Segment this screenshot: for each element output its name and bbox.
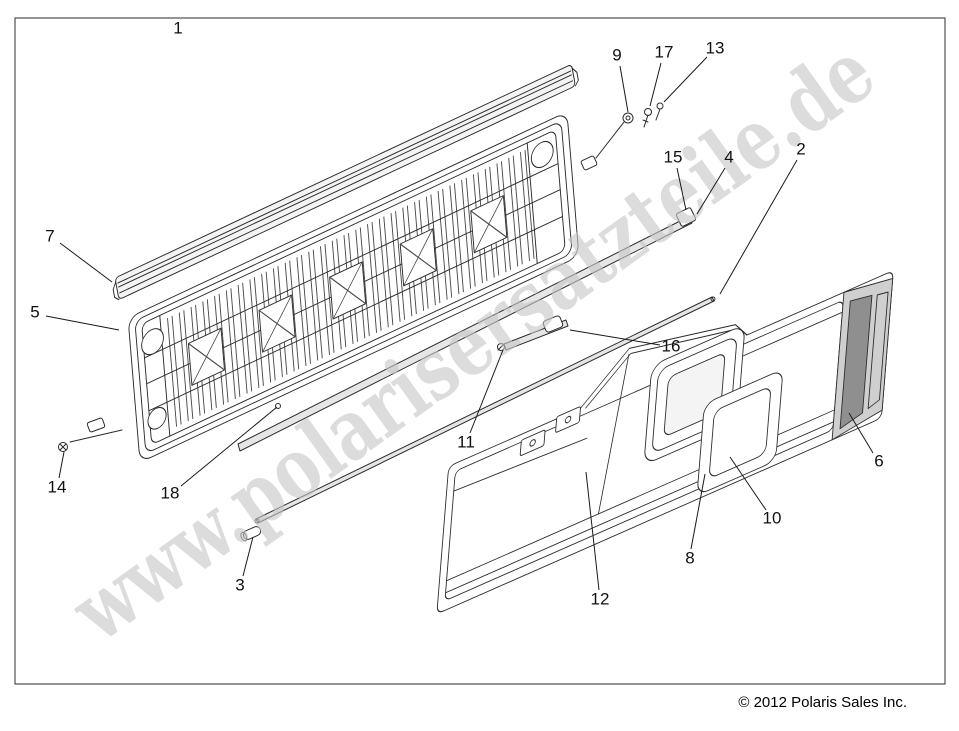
callout-15-label: 15	[664, 147, 683, 166]
callout-9-leader	[619, 65, 629, 113]
callout-7-leader	[59, 242, 113, 283]
callout-8-leader	[690, 473, 706, 550]
callout-12-leader	[585, 471, 600, 591]
callout-3-label: 3	[235, 575, 244, 594]
callout-1-label: 1	[173, 18, 182, 37]
top-rail-part	[112, 65, 579, 301]
panel-pin-hole	[275, 403, 281, 409]
panel-hole	[141, 328, 164, 356]
panel-end-cap	[831, 277, 894, 441]
callout-13-leader	[663, 56, 708, 103]
outer-panel-part	[436, 272, 894, 613]
fastener-cluster	[580, 102, 664, 171]
border-frame	[14, 17, 946, 685]
callout-6-label: 6	[874, 451, 883, 470]
callout-4-label: 4	[724, 147, 733, 166]
callout-17-label: 17	[655, 42, 674, 61]
callout-16-leader	[569, 329, 661, 346]
callout-14-leader	[58, 451, 65, 479]
handle-bezel-part	[697, 372, 783, 493]
callout-3-leader	[242, 536, 254, 577]
callout-2-label: 2	[796, 139, 805, 158]
washer-9	[622, 112, 634, 124]
callout-15-leader	[676, 167, 687, 211]
callout-11-label: 11	[457, 432, 475, 451]
latch-strip-part	[497, 315, 569, 351]
callout-2-leader	[719, 159, 798, 295]
callout-9-label: 9	[612, 45, 621, 64]
callout-18-leader	[180, 406, 278, 487]
screw-17	[642, 108, 652, 128]
screw-13	[655, 102, 664, 121]
pivot-rod-part	[254, 296, 716, 524]
callout-16-label: 16	[662, 336, 681, 355]
callout-4-leader	[696, 167, 726, 215]
hinge-bracket	[519, 429, 546, 456]
screw-14-group	[58, 417, 123, 452]
callout-10-label: 10	[763, 508, 782, 527]
callout-11-leader	[469, 349, 504, 434]
callout-10-leader	[729, 456, 767, 511]
callout-7-label: 7	[45, 226, 54, 245]
callout-6-leader	[848, 412, 874, 454]
panel-hole	[530, 140, 554, 169]
callout-18-label: 18	[161, 483, 180, 502]
inner-panel-part	[128, 115, 579, 459]
callout-13-label: 13	[706, 38, 725, 57]
callout-14-label: 14	[48, 477, 67, 496]
callout-12-label: 12	[591, 589, 610, 608]
support-rod-part	[237, 207, 697, 452]
callout-5-label: 5	[30, 302, 39, 321]
copyright-text: © 2012 Polaris Sales Inc.	[738, 694, 907, 711]
corner-bracket	[580, 155, 598, 171]
bushing-part	[240, 526, 262, 542]
panel-hole	[147, 406, 167, 430]
panel-pockets	[187, 195, 508, 386]
callout-8-label: 8	[685, 548, 694, 567]
hinge-bracket	[555, 406, 581, 433]
callout-5-leader	[45, 315, 120, 331]
callout-17-leader	[649, 62, 662, 107]
